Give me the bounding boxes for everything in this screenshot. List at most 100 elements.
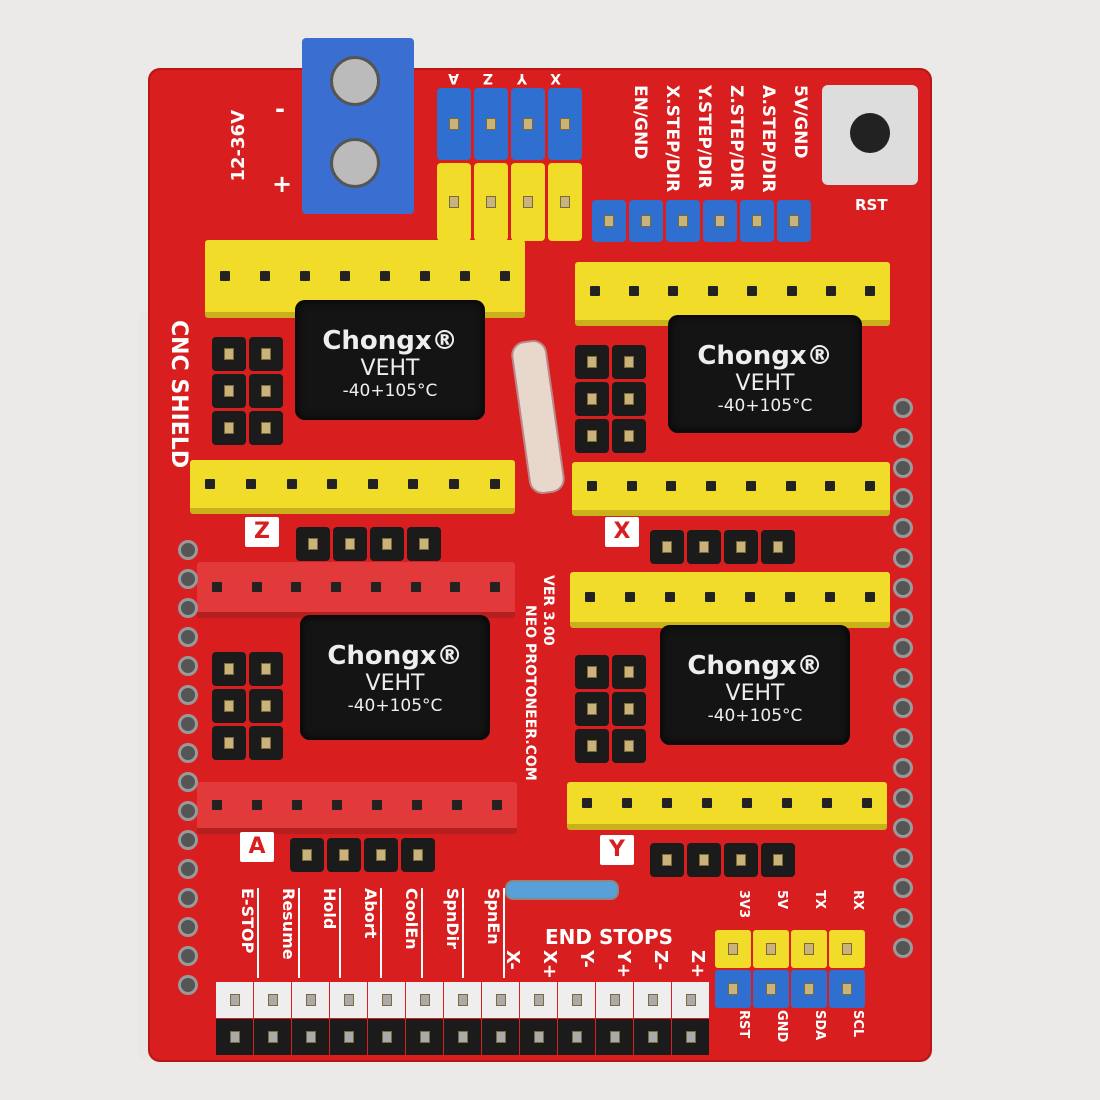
reset-button[interactable] — [822, 85, 918, 185]
blue-jumper[interactable] — [548, 88, 582, 160]
jumper[interactable] — [575, 729, 609, 763]
black-pin[interactable] — [596, 1019, 633, 1055]
jumper[interactable] — [612, 655, 646, 689]
black-pin[interactable] — [444, 1019, 481, 1055]
black-pin[interactable] — [330, 1019, 367, 1055]
microstep-jumper-block[interactable] — [575, 655, 646, 763]
white-pin[interactable] — [634, 982, 671, 1018]
jumper[interactable] — [212, 726, 246, 760]
yellow-pin[interactable] — [753, 930, 789, 968]
jumper[interactable] — [249, 337, 283, 371]
jumper[interactable] — [333, 527, 367, 561]
yellow-pin-header[interactable] — [548, 163, 582, 241]
blue-jumper[interactable] — [703, 200, 737, 242]
jumper[interactable] — [761, 530, 795, 564]
yellow-pin[interactable] — [715, 930, 751, 968]
white-pin[interactable] — [292, 982, 329, 1018]
white-pin[interactable] — [330, 982, 367, 1018]
white-pin[interactable] — [596, 982, 633, 1018]
microstep-jumper-block[interactable] — [212, 652, 283, 760]
black-pin[interactable] — [406, 1019, 443, 1055]
jumper[interactable] — [327, 838, 361, 872]
white-pin[interactable] — [558, 982, 595, 1018]
microstep-jumpers-top[interactable] — [437, 88, 582, 241]
black-pin[interactable] — [292, 1019, 329, 1055]
jumper[interactable] — [212, 411, 246, 445]
blue-jumper[interactable] — [629, 200, 663, 242]
jumper[interactable] — [249, 374, 283, 408]
jumper[interactable] — [212, 652, 246, 686]
jumper[interactable] — [724, 843, 758, 877]
jumper[interactable] — [575, 419, 609, 453]
blue-jumper[interactable] — [511, 88, 545, 160]
jumper[interactable] — [401, 838, 435, 872]
jumper[interactable] — [407, 527, 441, 561]
jumper[interactable] — [575, 382, 609, 416]
jumper[interactable] — [612, 692, 646, 726]
blue-pin[interactable] — [715, 970, 751, 1008]
jumper[interactable] — [212, 337, 246, 371]
yellow-pin-header[interactable] — [474, 163, 508, 241]
jumper[interactable] — [249, 652, 283, 686]
blue-jumper[interactable] — [777, 200, 811, 242]
yellow-pin-header[interactable] — [511, 163, 545, 241]
jumper[interactable] — [249, 689, 283, 723]
microstep-jumper-block[interactable] — [212, 337, 283, 445]
yellow-pin-header[interactable] — [437, 163, 471, 241]
microstep-jumper-block[interactable] — [650, 843, 795, 877]
jumper[interactable] — [290, 838, 324, 872]
jumper[interactable] — [650, 843, 684, 877]
yellow-pin[interactable] — [829, 930, 865, 968]
jumper[interactable] — [612, 419, 646, 453]
jumper[interactable] — [761, 843, 795, 877]
blue-jumper[interactable] — [666, 200, 700, 242]
jumper[interactable] — [212, 374, 246, 408]
blue-pin[interactable] — [829, 970, 865, 1008]
blue-jumper[interactable] — [437, 88, 471, 160]
black-pin[interactable] — [254, 1019, 291, 1055]
socket-hole — [822, 798, 832, 808]
microstep-jumper-block[interactable] — [650, 530, 795, 564]
white-pin[interactable] — [216, 982, 253, 1018]
jumper[interactable] — [575, 655, 609, 689]
microstep-jumper-block[interactable] — [290, 838, 435, 872]
jumper[interactable] — [612, 345, 646, 379]
white-pin[interactable] — [482, 982, 519, 1018]
jumper[interactable] — [364, 838, 398, 872]
jumper[interactable] — [612, 382, 646, 416]
jumper[interactable] — [575, 692, 609, 726]
jumper[interactable] — [724, 530, 758, 564]
jumper[interactable] — [370, 527, 404, 561]
blue-jumper[interactable] — [592, 200, 626, 242]
jumper[interactable] — [687, 843, 721, 877]
black-pin[interactable] — [672, 1019, 709, 1055]
jumper[interactable] — [212, 689, 246, 723]
white-pin[interactable] — [368, 982, 405, 1018]
white-pin[interactable] — [444, 982, 481, 1018]
black-pin[interactable] — [634, 1019, 671, 1055]
microstep-jumper-block[interactable] — [575, 345, 646, 453]
blue-jumper[interactable] — [474, 88, 508, 160]
control-pin-header[interactable] — [216, 982, 709, 1055]
jumper[interactable] — [296, 527, 330, 561]
jumper[interactable] — [575, 345, 609, 379]
white-pin[interactable] — [520, 982, 557, 1018]
black-pin[interactable] — [368, 1019, 405, 1055]
blue-pin[interactable] — [753, 970, 789, 1008]
white-pin[interactable] — [254, 982, 291, 1018]
blue-jumper[interactable] — [740, 200, 774, 242]
yellow-pin[interactable] — [791, 930, 827, 968]
black-pin[interactable] — [482, 1019, 519, 1055]
jumper[interactable] — [650, 530, 684, 564]
microstep-jumper-block[interactable] — [296, 527, 441, 561]
black-pin[interactable] — [216, 1019, 253, 1055]
blue-pin[interactable] — [791, 970, 827, 1008]
jumper[interactable] — [249, 411, 283, 445]
white-pin[interactable] — [406, 982, 443, 1018]
black-pin[interactable] — [520, 1019, 557, 1055]
jumper[interactable] — [249, 726, 283, 760]
black-pin[interactable] — [558, 1019, 595, 1055]
jumper[interactable] — [612, 729, 646, 763]
jumper[interactable] — [687, 530, 721, 564]
white-pin[interactable] — [672, 982, 709, 1018]
